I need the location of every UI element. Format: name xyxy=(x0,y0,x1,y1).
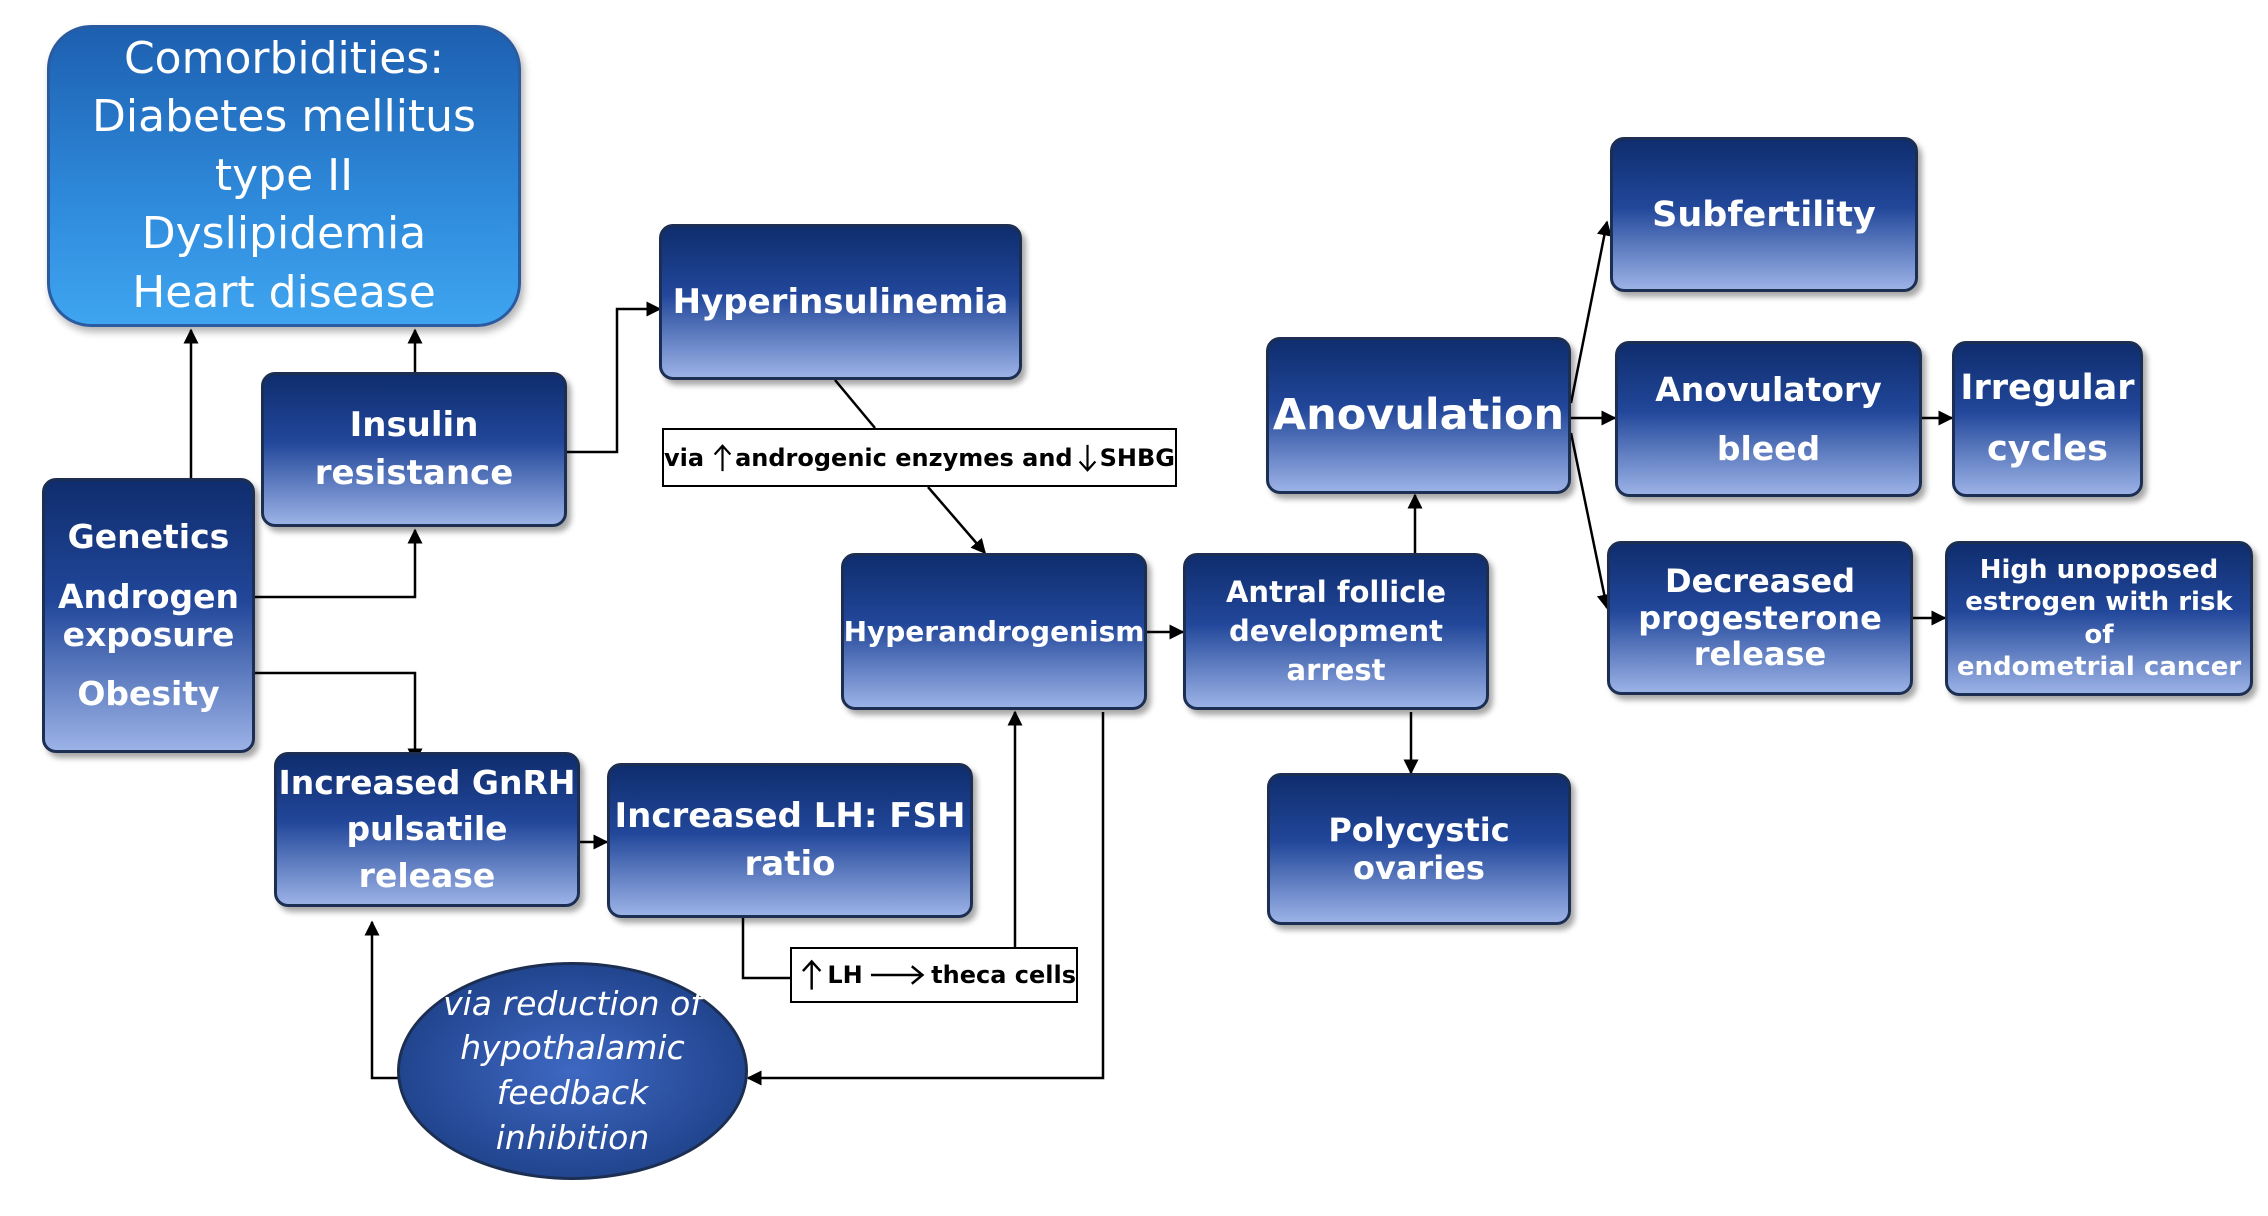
comorbidity-line: Diabetes mellitus xyxy=(92,91,476,143)
estrogen-line-3: endometrial cancer xyxy=(1956,652,2242,682)
lh-fsh-line-1: Increased LH: FSH xyxy=(614,795,966,836)
lh-fsh-ratio-node: Increased LH: FSH ratio xyxy=(607,763,973,918)
feedback-line-2: hypothalamic xyxy=(460,1028,685,1068)
arrow-genetics-to-insulin xyxy=(253,528,423,599)
anovulatory-bleed-node: Anovulatory bleed xyxy=(1615,341,1922,497)
comorbidity-line: Dyslipidemia xyxy=(141,208,427,260)
arrow-hyperandrogenism-to-feedback xyxy=(746,712,1105,1086)
antral-line-2: development arrest xyxy=(1228,613,1444,688)
progesterone-line-1: Decreased xyxy=(1665,561,1855,600)
line-hyperinsulinemia-to-label xyxy=(834,379,876,429)
feedback-line-4: inhibition xyxy=(495,1117,650,1157)
shbg-text: SHBG xyxy=(1099,443,1175,472)
lh-text: LH xyxy=(827,961,863,989)
subfertility-node: Subfertility xyxy=(1610,137,1918,292)
arrow-anovulation-to-progesterone xyxy=(1569,432,1612,610)
comorbidity-line: type II xyxy=(214,149,354,201)
bleed-text: bleed xyxy=(1716,429,1821,468)
progesterone-line-2: progesterone xyxy=(1638,598,1882,637)
comorbidity-line: Heart disease xyxy=(132,266,436,318)
cycles-text: cycles xyxy=(1987,429,2108,469)
antral-follicle-node: Antral follicle development arrest xyxy=(1183,553,1489,710)
hyperinsulinemia-text: Hyperinsulinemia xyxy=(672,281,1009,322)
exposure-text: exposure xyxy=(62,614,235,654)
lh-fsh-line-2: ratio xyxy=(744,843,836,884)
polycystic-text: Polycystic ovaries xyxy=(1328,810,1510,887)
genetics-text: Genetics xyxy=(67,516,230,556)
estrogen-risk-node: High unopposed estrogen with risk of end… xyxy=(1945,541,2253,696)
anovulation-text: Anovulation xyxy=(1272,389,1565,440)
arrow-up-icon xyxy=(713,443,732,471)
obesity-text: Obesity xyxy=(77,674,220,714)
genetics-androgen-obesity-node: Genetics Androgen exposure Obesity xyxy=(42,478,255,753)
arrow-right-icon xyxy=(870,965,925,985)
feedback-line-3: feedback xyxy=(496,1073,649,1112)
insulin-text: Insulin xyxy=(349,404,479,445)
androgen-text: Androgen xyxy=(57,576,240,616)
arrow-down-icon xyxy=(1078,444,1096,472)
antral-line-1: Antral follicle xyxy=(1225,574,1447,609)
feedback-inhibition-ellipse: via reduction of hypothalamic feedback i… xyxy=(397,962,748,1180)
gnrh-line-1: Increased GnRH xyxy=(278,763,576,803)
progesterone-line-3: release xyxy=(1693,635,1827,674)
arrow-insulin-to-hyperinsulinemia xyxy=(566,301,662,454)
irregular-cycles-node: Irregular cycles xyxy=(1952,341,2143,497)
anovulation-node: Anovulation xyxy=(1266,337,1571,494)
feedback-line-1: via reduction of xyxy=(443,983,702,1023)
resistance-text: resistance xyxy=(314,452,514,493)
arrow-up-icon xyxy=(802,959,822,990)
hyperandrogenism-node: Hyperandrogenism xyxy=(841,553,1147,710)
lh-theca-cells-label: LH theca cells xyxy=(790,947,1078,1003)
arrow-anovulation-to-subfertility xyxy=(1569,220,1612,404)
line-lh-to-theca xyxy=(741,918,790,980)
arrow-label-to-hyperandrogenism xyxy=(927,486,986,555)
gnrh-node: Increased GnRH pulsatile release xyxy=(274,752,580,907)
estrogen-line-2: estrogen with risk of xyxy=(1965,587,2233,650)
via-text: via xyxy=(664,443,705,472)
hyperinsulinemia-node: Hyperinsulinemia xyxy=(659,224,1022,380)
arrow-genetics-to-gnrh xyxy=(253,671,423,764)
comorbidities-box: Comorbidities: Diabetes mellitus type II… xyxy=(47,25,521,327)
theca-cells-text: theca cells xyxy=(931,961,1076,989)
comorbidities-title: Comorbidities: xyxy=(123,32,445,84)
arrow-feedback-to-gnrh xyxy=(364,920,398,1080)
estrogen-line-1: High unopposed xyxy=(1979,554,2219,585)
irregular-text: Irregular xyxy=(1960,367,2135,408)
insulin-resistance-node: Insulin resistance xyxy=(261,372,567,527)
androgenic-enzymes-label: via androgenic enzymes and SHBG xyxy=(662,428,1177,487)
polycystic-ovaries-node: Polycystic ovaries xyxy=(1267,773,1571,925)
anovulatory-text: Anovulatory xyxy=(1655,369,1882,409)
subfertility-text: Subfertility xyxy=(1652,194,1876,235)
decreased-progesterone-node: Decreased progesterone release xyxy=(1607,541,1913,695)
gnrh-line-2: pulsatile release xyxy=(346,809,508,895)
hyperandrogenism-text: Hyperandrogenism xyxy=(843,614,1145,648)
androgenic-enzymes-text: androgenic enzymes and xyxy=(735,443,1073,472)
